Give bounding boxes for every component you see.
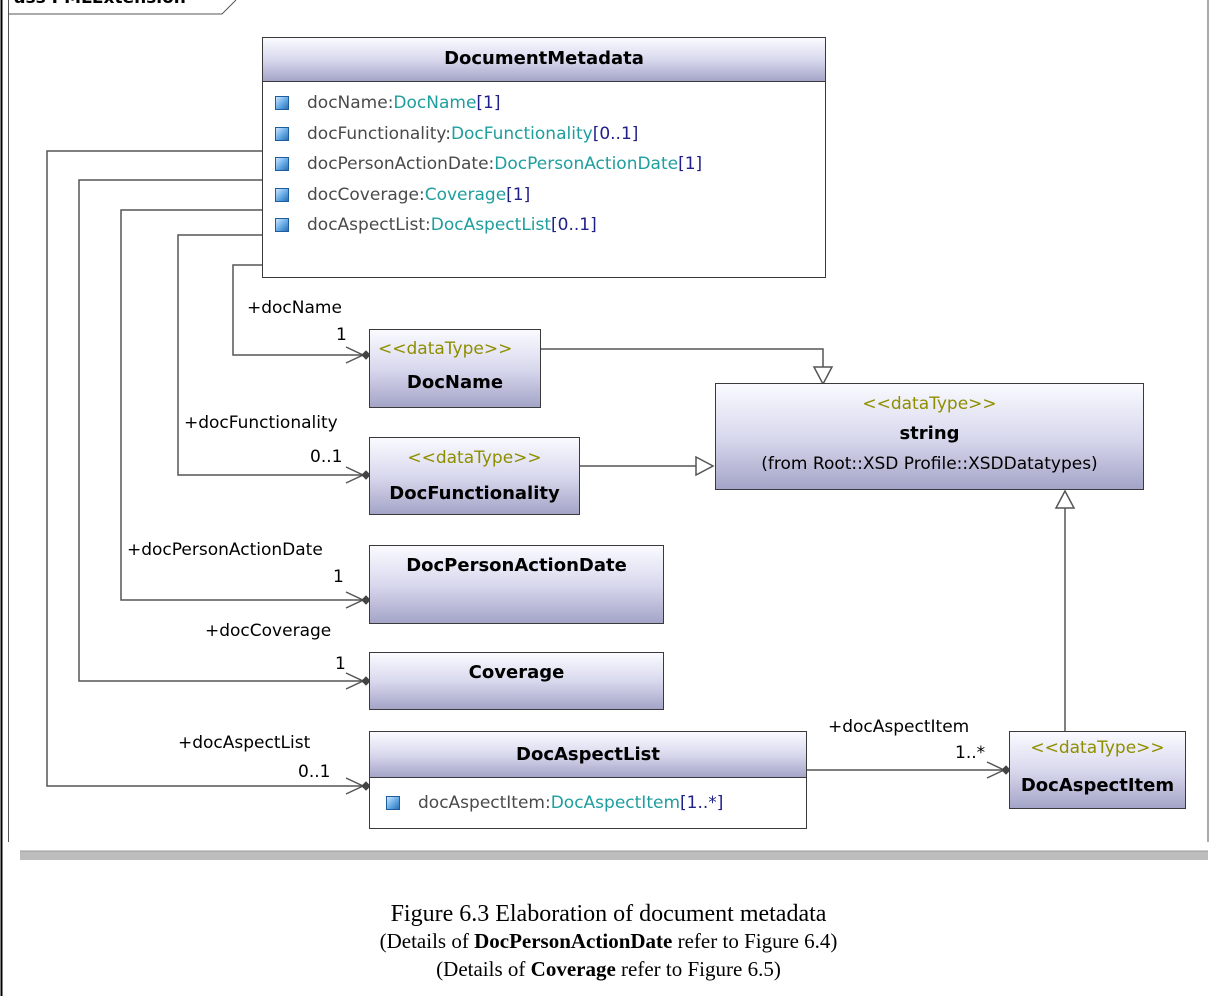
association-doccoverage [78,179,365,682]
role-docfunctionality: +docFunctionality [184,413,338,433]
generalization-docname-string [540,348,834,386]
mult-doccoverage: 1 [335,654,346,674]
attribute-icon [275,96,289,111]
attribute-doccoverage: docCoverage:Coverage[1] [275,180,825,211]
class-docname[interactable]: <<dataType>> DocName [369,329,541,408]
mult-docname: 1 [336,325,347,345]
class-docaspectlist[interactable]: DocAspectList docAspectItem:DocAspectIte… [369,731,807,829]
figure-caption-title: Figure 6.3 Elaboration of document metad… [390,901,827,927]
mult-docaspectlist: 0..1 [298,762,331,782]
class-name: DocAspectItem [1020,775,1175,796]
role-docaspectlist: +docAspectList [178,733,311,753]
class-name: DocName [406,372,504,393]
attribute-docaspectitem: docAspectItem:DocAspectItem[1..*] [386,788,806,819]
association-docfunctionality [177,234,365,476]
figure-caption-note2: (Details of Coverage refer to Figure 6.5… [436,957,781,981]
class-docaspectitem[interactable]: <<dataType>> DocAspectItem [1009,731,1186,809]
attribute-docaspectlist: docAspectList:DocAspectList[0..1] [275,210,825,241]
generalization-docaspectitem-string [1054,489,1076,731]
role-docaspectitem: +docAspectItem [828,717,970,737]
mult-docfunctionality: 0..1 [310,447,343,467]
attribute-icon [275,218,289,233]
attribute-docfunctionality: docFunctionality:DocFunctionality[0..1] [275,119,825,150]
class-documentmetadata[interactable]: DocumentMetadata docName:DocName[1] docF… [262,37,826,278]
class-name: Coverage [468,662,565,683]
class-name: string [899,423,960,444]
attribute-docpersonactiondate: docPersonActionDate:DocPersonActionDate[… [275,149,825,180]
association-docname [232,264,365,356]
role-doccoverage: +docCoverage [205,621,332,641]
class-name: DocFunctionality [389,483,560,504]
generalization-docfunctionality-string [580,455,715,477]
stereotype: <<dataType>> [407,448,542,468]
attribute-icon [275,187,289,202]
package-origin: (from Root::XSD Profile::XSDDatatypes) [761,454,1098,474]
attribute-icon [275,126,289,141]
role-docpersonactiondate: +docPersonActionDate [127,540,323,560]
class-docfunctionality[interactable]: <<dataType>> DocFunctionality [369,437,580,515]
class-name: DocPersonActionDate [406,555,627,576]
mult-docaspectitem: 1..* [955,743,986,763]
figure-caption-note1: (Details of DocPersonActionDate refer to… [379,929,838,953]
association-docaspectlist [46,150,365,787]
stereotype: <<dataType>> [378,339,513,359]
stereotype: <<dataType>> [862,394,997,414]
class-name: DocAspectList [516,744,660,765]
association-docpersonactiondate [120,209,365,601]
class-string[interactable]: <<dataType>> string (from Root::XSD Prof… [715,383,1144,490]
role-docname: +docName [247,298,342,318]
attribute-icon [275,157,289,172]
class-coverage[interactable]: Coverage [369,652,664,710]
frame-tab-label: ass PMLExtension [14,0,186,8]
class-docpersonactiondate[interactable]: DocPersonActionDate [369,545,664,624]
stereotype: <<dataType>> [1030,738,1165,758]
mult-docpersonactiondate: 1 [333,567,344,587]
class-name: DocumentMetadata [444,48,644,69]
attribute-icon [386,796,400,811]
attribute-docname: docName:DocName[1] [275,88,825,119]
